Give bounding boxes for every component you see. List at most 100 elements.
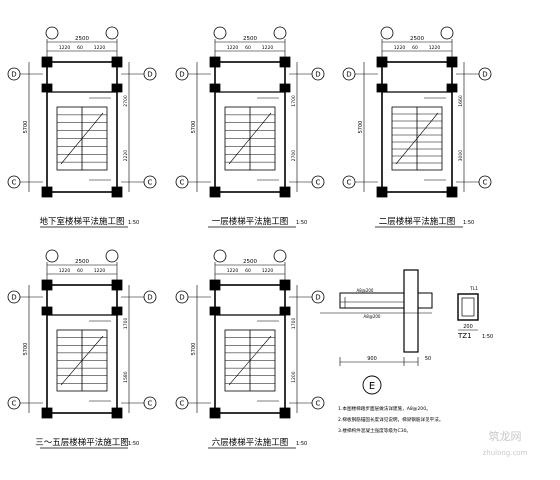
axis-bubble-label: C	[12, 179, 17, 187]
axis-top-bubble-left	[45, 249, 59, 263]
dim-segment-text: 60	[245, 268, 251, 274]
column-top-left	[41, 56, 53, 68]
axis-top-bubble-right	[105, 26, 119, 40]
column-top-right	[111, 56, 123, 68]
dim-segment-text: 1220	[227, 45, 239, 51]
watermark-name: 筑龙网	[489, 429, 522, 443]
axis-bubble-label: D	[482, 71, 487, 79]
axis-bubble-d-right: D	[311, 290, 325, 304]
column-top-left	[209, 279, 221, 291]
axis-bubble-d-left: D	[175, 67, 189, 81]
dim-segment-text: 1220	[429, 45, 441, 51]
dim-side-text: 5700	[23, 343, 29, 356]
axis-top-bubble-left	[213, 249, 227, 263]
axis-bubble-c-right: C	[311, 396, 325, 410]
axis-bubble-d-left: D	[7, 290, 21, 304]
stair-direction-arrow	[228, 112, 272, 165]
stair-direction-arrow	[60, 112, 104, 165]
column-mid-left	[41, 306, 53, 316]
axis-top-bubble-left	[213, 26, 227, 40]
column-mid-left	[209, 83, 221, 93]
dim-segment-text: 1220	[94, 268, 106, 274]
axis-bubble-label: D	[315, 71, 320, 79]
axis-bubble-label: C	[316, 179, 321, 187]
dim-side-text: 1200	[291, 371, 297, 383]
axis-bubble-label: D	[346, 71, 351, 79]
axis-top-bubble-left	[380, 26, 394, 40]
detail-wall	[403, 269, 419, 353]
tz1-title: TZ1	[457, 332, 472, 340]
axis-bubble-c-left: C	[175, 396, 189, 410]
dim-segment-text: 1220	[262, 45, 274, 51]
dim-overall-text: 2500	[410, 36, 424, 42]
axis-bubble-circle	[105, 249, 119, 263]
axis-bubble-c-right: C	[143, 396, 157, 410]
tz1-outline	[457, 293, 479, 321]
axis-bubble-label: C	[148, 179, 153, 187]
column-top-right	[446, 56, 458, 68]
column-mid-right	[279, 306, 291, 316]
dim-segment-text: 1220	[227, 268, 239, 274]
plan-title: 六层楼梯平法施工图	[212, 437, 289, 448]
axis-bubble-circle	[380, 26, 394, 40]
column-mid-right	[111, 83, 123, 93]
axis-bubble-label: D	[11, 294, 16, 302]
axis-bubble-label: D	[315, 294, 320, 302]
column-top-right	[111, 279, 123, 291]
axis-bubble-c-right: C	[311, 175, 325, 189]
axis-bubble-label: C	[180, 179, 185, 187]
axis-bubble-circle	[213, 249, 227, 263]
column-bottom-left	[41, 407, 53, 419]
plan-scale: 1:50	[296, 441, 307, 447]
axis-bubble-label: D	[179, 294, 184, 302]
axis-bubble-label: C	[316, 400, 321, 408]
column-bottom-right	[111, 407, 123, 419]
detail-marker-circle	[362, 375, 382, 395]
watermark-brand: zhulong.com	[483, 449, 528, 457]
axis-bubble-label: C	[148, 400, 153, 408]
dim-side-text: 2700	[123, 95, 129, 107]
axis-bubble-d-right: D	[311, 67, 325, 81]
dim-segment-text: 60	[77, 268, 83, 274]
column-bottom-left	[209, 407, 221, 419]
axis-bubble-label: D	[147, 294, 152, 302]
note-line-1: 1.本图楼梯踏步面层做法详建施，A8@200。	[338, 405, 431, 412]
column-bottom-right	[279, 407, 291, 419]
stair-direction-arrow	[60, 335, 104, 386]
plan-scale: 1:50	[463, 220, 474, 226]
axis-bubble-label: C	[12, 400, 17, 408]
detail-rebar-label: A8@200	[357, 288, 374, 293]
axis-bubble-d-right: D	[143, 290, 157, 304]
plan-scale: 1:50	[128, 220, 139, 226]
dim-side-text: 1700	[123, 318, 129, 330]
dim-segment-text: 1220	[59, 45, 71, 51]
note-line-3: 3.楼梯构件混凝土强度等级为C30。	[338, 427, 411, 434]
dim-segment-text: 1220	[394, 45, 406, 51]
axis-bubble-label: D	[11, 71, 16, 79]
dim-overall-text: 2500	[243, 259, 257, 265]
axis-bubble-c-left: C	[7, 396, 21, 410]
axis-bubble-circle	[105, 26, 119, 40]
axis-bubble-c-right: C	[143, 175, 157, 189]
plan-title: 地下室楼梯平法施工图	[39, 216, 124, 227]
dim-side-text: 5700	[191, 121, 197, 134]
dim-side-text: 1700	[291, 95, 297, 107]
column-mid-left	[376, 83, 388, 93]
dim-side-text: 2700	[291, 150, 297, 162]
plan-title: 三～五层楼梯平法施工图	[35, 437, 129, 448]
detail-dim-text: 900	[367, 356, 377, 362]
axis-bubble-c-left: C	[342, 175, 356, 189]
axis-bubble-d-left: D	[7, 67, 21, 81]
axis-bubble-circle	[273, 26, 287, 40]
watermark: 筑龙网 zhulong.com	[483, 429, 528, 457]
stair-direction-arrow	[228, 335, 272, 386]
stair-wall-outline	[214, 284, 286, 414]
detail-rebar-label: A8@200	[364, 314, 381, 319]
